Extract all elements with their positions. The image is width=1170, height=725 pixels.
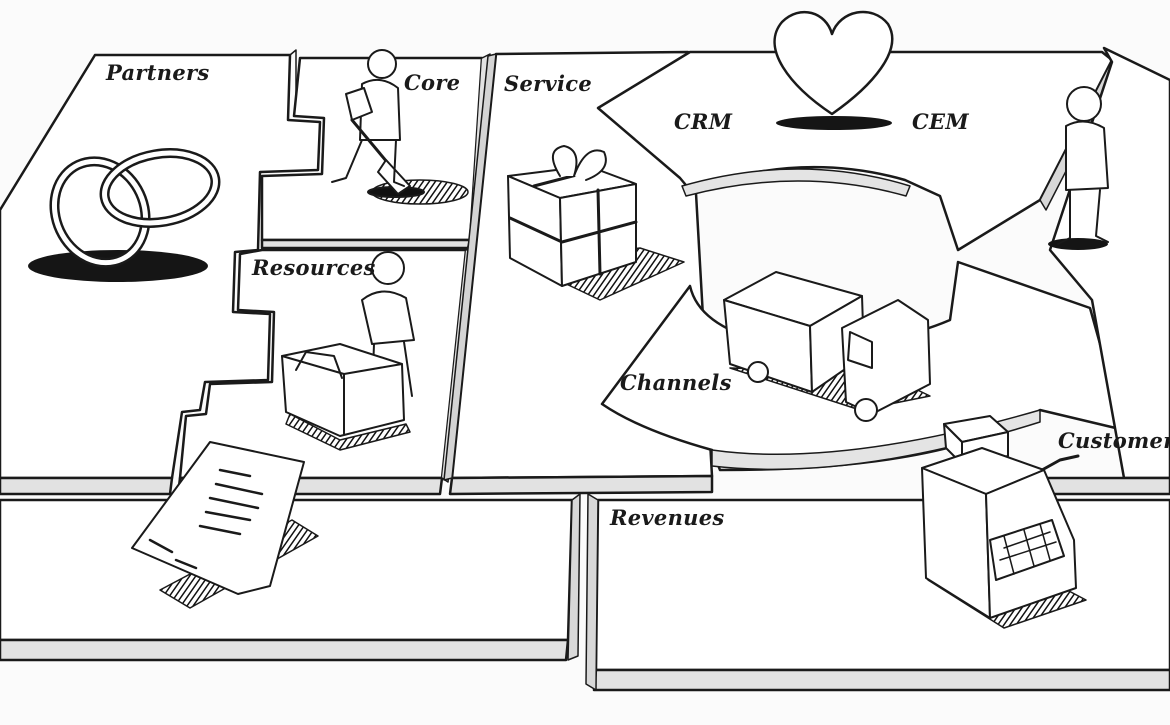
crm-label: CRM [674,109,733,134]
resources-label: Resources [252,255,376,280]
core-label: Core [404,70,461,95]
person-with-crate-icon [281,251,415,451]
cem-label: CEM [912,109,969,134]
standing-person-icon [1048,86,1109,250]
delivery-truck-icon [723,271,931,422]
costs-panel [0,493,581,662]
channels-label: Channels [620,370,732,395]
gift-box-icon [507,145,685,301]
interlocked-rings-icon [28,148,221,282]
customers-label: Customers [1058,428,1170,453]
cash-register-icon [921,415,1087,629]
partners-label: Partners [106,60,210,85]
heart-icon [773,10,894,130]
customers-panel [942,46,1170,496]
paper-document-icon [131,441,319,609]
person-digging-icon [331,49,469,205]
revenues-label: Revenues [610,505,725,530]
service-label: Service [504,71,593,96]
